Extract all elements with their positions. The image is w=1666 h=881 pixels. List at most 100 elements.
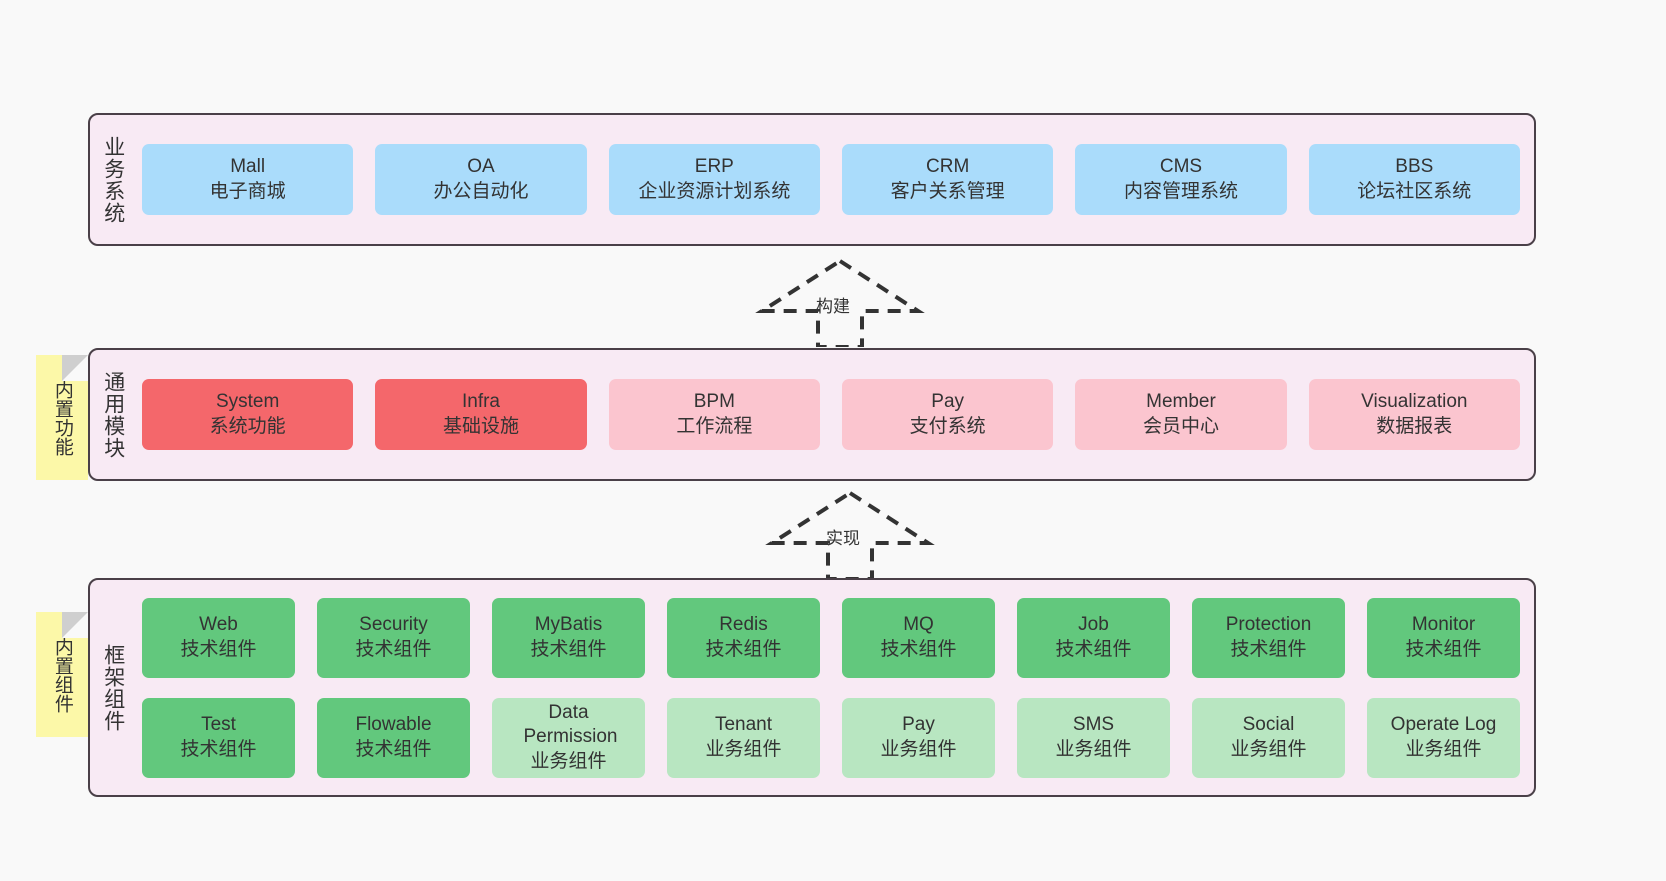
card-title-en: Monitor — [1411, 614, 1476, 636]
card-title-cn: 办公自动化 — [433, 180, 529, 202]
card-title-cn: 支付系统 — [909, 415, 986, 437]
card-title-cn: 基础设施 — [442, 415, 519, 437]
card-title-cn: 业务组件 — [1055, 738, 1132, 760]
card-title-en: Redis — [719, 614, 768, 636]
card-title-en: Pay — [902, 714, 935, 736]
card-title-en: Social — [1242, 714, 1295, 736]
card-mq[interactable]: MQ 技术组件 — [842, 597, 995, 678]
card-title-en: ERP — [694, 156, 734, 178]
card-monitor[interactable]: Monitor 技术组件 — [1367, 597, 1520, 678]
card-title-cn: 业务组件 — [1230, 738, 1307, 760]
card-title-cn: 企业资源计划系统 — [638, 180, 791, 202]
card-mall[interactable]: Mall 电子商城 — [142, 144, 354, 215]
card-flowable[interactable]: Flowable 技术组件 — [317, 697, 470, 778]
layer-panel-framework: 框架组件 Web 技术组件 Security 技术组件 MyBatis 技术组件… — [88, 578, 1536, 797]
layer-title-business: 业务系统 — [101, 135, 125, 224]
card-title-en: Test — [201, 714, 236, 736]
card-title-cn: 业务组件 — [530, 750, 607, 772]
card-visualization[interactable]: Visualization 数据报表 — [1308, 379, 1520, 450]
card-title-en: Security — [359, 614, 428, 636]
card-title-en: SMS — [1072, 714, 1115, 736]
card-job[interactable]: Job 技术组件 — [1017, 597, 1170, 678]
card-title-en: BPM — [693, 391, 735, 413]
layer-title-framework: 框架组件 — [101, 643, 125, 732]
connector-build-label: 构建 — [816, 297, 850, 316]
card-web[interactable]: Web 技术组件 — [142, 597, 295, 678]
card-crm[interactable]: CRM 客户关系管理 — [841, 144, 1054, 215]
card-title-cn: 数据报表 — [1376, 415, 1453, 437]
layer-body-common: System 系统功能 Infra 基础设施 BPM 工作流程 Pay 支付系统… — [136, 350, 1534, 479]
card-protection[interactable]: Protection 技术组件 — [1192, 597, 1345, 678]
card-title-cn: 技术组件 — [355, 738, 432, 760]
card-title-cn: 客户关系管理 — [890, 180, 1005, 202]
card-title-cn: 业务组件 — [880, 738, 957, 760]
card-title-cn: 技术组件 — [880, 638, 957, 660]
card-bpm[interactable]: BPM 工作流程 — [608, 379, 820, 450]
card-title-en: Mall — [230, 156, 266, 178]
card-title-en: Job — [1078, 614, 1109, 636]
card-row: Test 技术组件 Flowable 技术组件 Data Permission … — [142, 697, 1520, 778]
card-title-en: BBS — [1395, 156, 1434, 178]
layer-panel-common: 通用模块 System 系统功能 Infra 基础设施 BPM 工作流程 Pay… — [88, 348, 1536, 481]
card-title-en: Tenant — [714, 714, 773, 736]
card-title-cn: 电子商城 — [209, 180, 286, 202]
card-infra[interactable]: Infra 基础设施 — [375, 379, 587, 450]
card-system[interactable]: System 系统功能 — [142, 379, 354, 450]
card-bbs[interactable]: BBS 论坛社区系统 — [1308, 144, 1520, 215]
card-title-cn: 技术组件 — [1230, 638, 1307, 660]
card-title-en: OA — [467, 156, 495, 178]
card-pay-biz[interactable]: Pay 业务组件 — [842, 697, 995, 778]
card-test[interactable]: Test 技术组件 — [142, 697, 295, 778]
card-mybatis[interactable]: MyBatis 技术组件 — [492, 597, 645, 678]
connector-implement-arrow — [760, 487, 940, 579]
card-title-cn: 技术组件 — [1405, 638, 1482, 660]
card-title-en: MQ — [903, 614, 934, 636]
card-title-cn: 技术组件 — [180, 738, 257, 760]
card-title-cn: 业务组件 — [705, 738, 782, 760]
card-sms[interactable]: SMS 业务组件 — [1017, 697, 1170, 778]
card-tenant[interactable]: Tenant 业务组件 — [667, 697, 820, 778]
card-title-en: Flowable — [355, 714, 432, 736]
card-row: Mall 电子商城 OA 办公自动化 ERP 企业资源计划系统 CRM 客户关系… — [142, 144, 1520, 215]
card-data-permission[interactable]: Data Permission 业务组件 — [492, 697, 645, 778]
card-title-en: System — [215, 391, 280, 413]
layer-body-framework: Web 技术组件 Security 技术组件 MyBatis 技术组件 Redi… — [136, 580, 1534, 795]
layer-title-common: 通用模块 — [101, 370, 125, 459]
card-title-en: CRM — [926, 156, 970, 178]
card-title-cn: 系统功能 — [209, 415, 286, 437]
card-title-cn: 技术组件 — [530, 638, 607, 660]
card-social[interactable]: Social 业务组件 — [1192, 697, 1345, 778]
connector-implement-label: 实现 — [826, 529, 860, 548]
card-cms[interactable]: CMS 内容管理系统 — [1075, 144, 1287, 215]
card-title-en: Pay — [931, 391, 965, 413]
layer-panel-business: 业务系统 Mall 电子商城 OA 办公自动化 ERP 企业资源计划系统 CRM… — [88, 113, 1536, 246]
card-title-en: Member — [1146, 391, 1216, 413]
card-title-en: Web — [199, 614, 238, 636]
card-title-cn: 技术组件 — [355, 638, 432, 660]
card-redis[interactable]: Redis 技术组件 — [667, 597, 820, 678]
card-row: System 系统功能 Infra 基础设施 BPM 工作流程 Pay 支付系统… — [142, 379, 1520, 450]
card-title-cn: 会员中心 — [1142, 415, 1219, 437]
card-row: Web 技术组件 Security 技术组件 MyBatis 技术组件 Redi… — [142, 597, 1520, 678]
sticky-note-builtin-component: 内置组件 — [36, 612, 88, 737]
card-title-cn: 内容管理系统 — [1123, 180, 1238, 202]
sticky-note-builtin-function: 内置功能 — [36, 355, 88, 480]
layer-body-business: Mall 电子商城 OA 办公自动化 ERP 企业资源计划系统 CRM 客户关系… — [136, 115, 1534, 244]
card-title-en: Infra — [461, 391, 500, 413]
connector-build-arrow — [750, 255, 930, 347]
card-title-cn: 论坛社区系统 — [1357, 180, 1472, 202]
card-security[interactable]: Security 技术组件 — [317, 597, 470, 678]
card-title-cn: 业务组件 — [1405, 738, 1482, 760]
card-pay[interactable]: Pay 支付系统 — [841, 379, 1054, 450]
card-title-en: CMS — [1159, 156, 1203, 178]
card-title-cn: 技术组件 — [705, 638, 782, 660]
card-oa[interactable]: OA 办公自动化 — [375, 144, 587, 215]
card-title-en: Protection — [1225, 614, 1312, 636]
card-member[interactable]: Member 会员中心 — [1075, 379, 1287, 450]
card-title-en: Visualization — [1361, 391, 1468, 413]
card-erp[interactable]: ERP 企业资源计划系统 — [608, 144, 820, 215]
card-title-cn: 技术组件 — [1055, 638, 1132, 660]
card-title-en: Operate Log — [1390, 714, 1497, 736]
card-operate-log[interactable]: Operate Log 业务组件 — [1367, 697, 1520, 778]
